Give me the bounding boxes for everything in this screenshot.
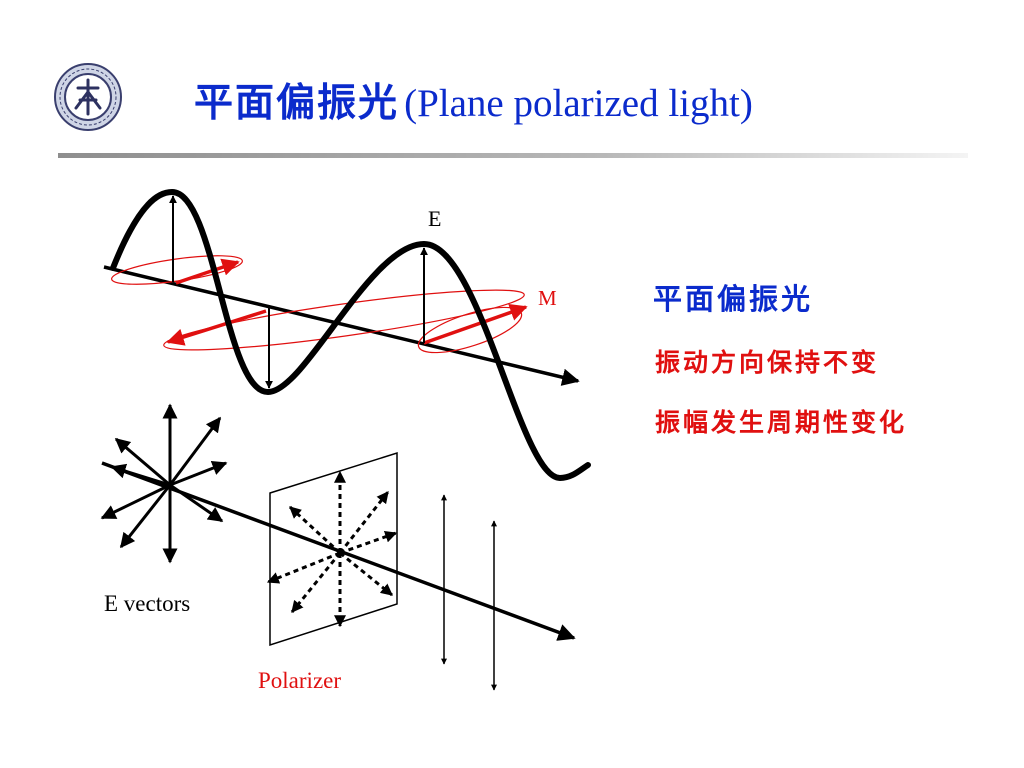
title-divider bbox=[58, 153, 968, 158]
e-vectors-label: E vectors bbox=[104, 591, 191, 616]
polarizer-label: Polarizer bbox=[258, 668, 342, 693]
magnetic-field-vectors bbox=[166, 258, 528, 346]
electric-field-vectors bbox=[169, 195, 428, 389]
polarized-output-vectors bbox=[441, 494, 497, 691]
university-seal-icon bbox=[54, 63, 122, 131]
electric-field-wave bbox=[110, 188, 591, 482]
side-line-amplitude: 振幅发生周期性变化 bbox=[655, 408, 908, 437]
page-title: 平面偏振光 (Plane polarized light) bbox=[194, 72, 753, 128]
electric-field-label: E bbox=[428, 206, 442, 231]
magnetic-field-label: M bbox=[538, 286, 557, 310]
title-english: (Plane polarized light) bbox=[404, 82, 753, 125]
polarizer-dashed-vectors bbox=[266, 470, 398, 628]
side-line-direction: 振动方向保持不变 bbox=[655, 348, 880, 377]
propagation-axis bbox=[103, 265, 580, 386]
title-chinese: 平面偏振光 bbox=[194, 80, 400, 126]
side-heading: 平面偏振光 bbox=[653, 282, 814, 316]
polarizer-plate bbox=[269, 451, 398, 647]
e-vectors-star bbox=[100, 403, 228, 564]
lower-propagation-axis bbox=[101, 461, 576, 641]
